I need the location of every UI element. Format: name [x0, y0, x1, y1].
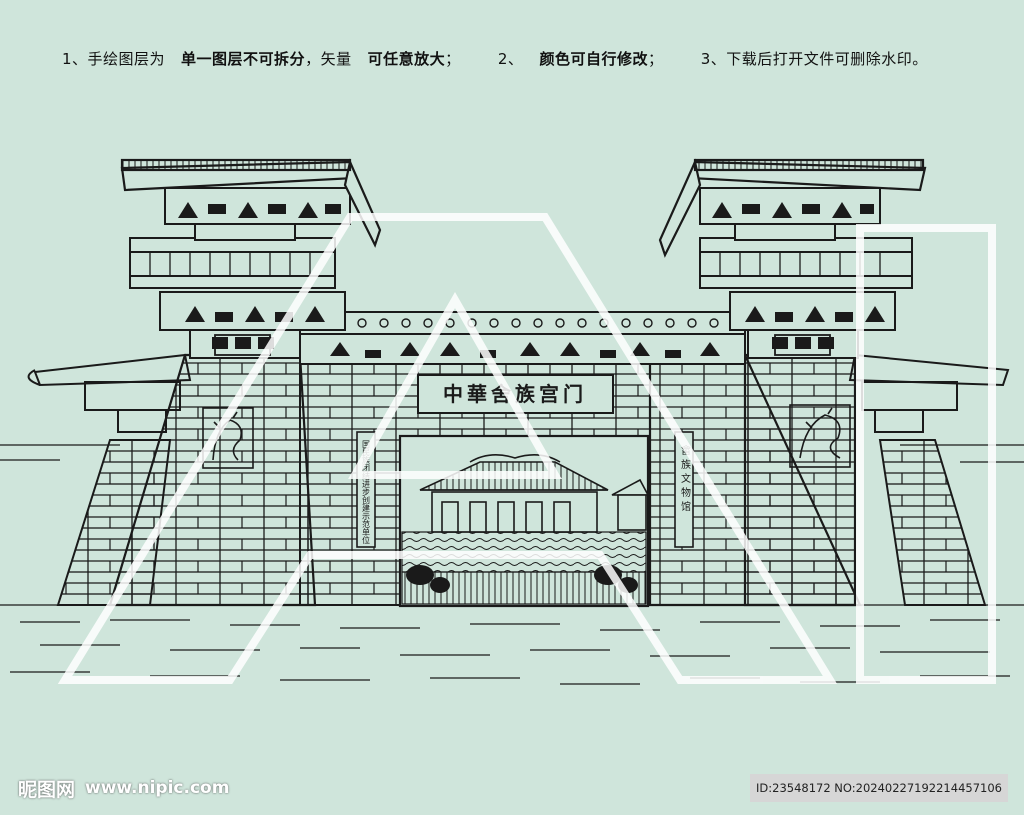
nipic-url: www.nipic.com [85, 778, 230, 798]
right-wing-roof [848, 353, 1010, 433]
usage-caption: 1、手绘图层为单一图层不可拆分，矢量可任意放大； 2、颜色可自行修改； 3、下载… [62, 48, 1002, 69]
nipic-brand: 昵图网 [18, 778, 76, 801]
image-id-label: ID:23548172 NO:20240227192214457106 [750, 774, 1008, 802]
right-tower-board [774, 334, 831, 356]
caption-bold: 单一图层不可拆分 [181, 50, 306, 68]
left-couplet-text: 国民族团结进步创建示范单位 [362, 440, 371, 544]
caption-text: 2、 [497, 50, 524, 68]
caption-bold: 颜色可自行修改 [539, 50, 648, 68]
nipic-watermark: 昵图网 www.nipic.com [18, 774, 229, 802]
central-beam [299, 311, 746, 365]
right-couplet-text: 畲族文物馆 [679, 444, 691, 515]
caption-text: ，矢量 [305, 50, 352, 68]
caption-text: ； [647, 50, 664, 68]
right-top-roof [658, 158, 927, 258]
right-balcony [699, 221, 913, 289]
left-top-roof [120, 158, 382, 248]
right-tower-front [743, 353, 857, 607]
left-upper-brackets [164, 187, 351, 225]
caption-text: 1、手绘图层为 [62, 50, 166, 68]
right-upper-brackets [699, 187, 881, 225]
caption-item-1: 1、手绘图层为单一图层不可拆分，矢量可任意放大； [62, 50, 477, 68]
right-couplet-board [674, 431, 694, 548]
right-dragon-relief [789, 404, 851, 468]
caption-bold: 可任意放大 [367, 50, 446, 68]
right-tower-brackets [729, 291, 896, 359]
caption-item-2: 2、颜色可自行修改； [498, 50, 680, 68]
left-balcony [129, 221, 336, 289]
right-side-wall [878, 439, 987, 606]
ai-watermark-overlay [57, 213, 996, 684]
caption-item-3: 3、下载后打开文件可删除水印。 [700, 50, 928, 68]
caption-text: ； [445, 50, 461, 68]
